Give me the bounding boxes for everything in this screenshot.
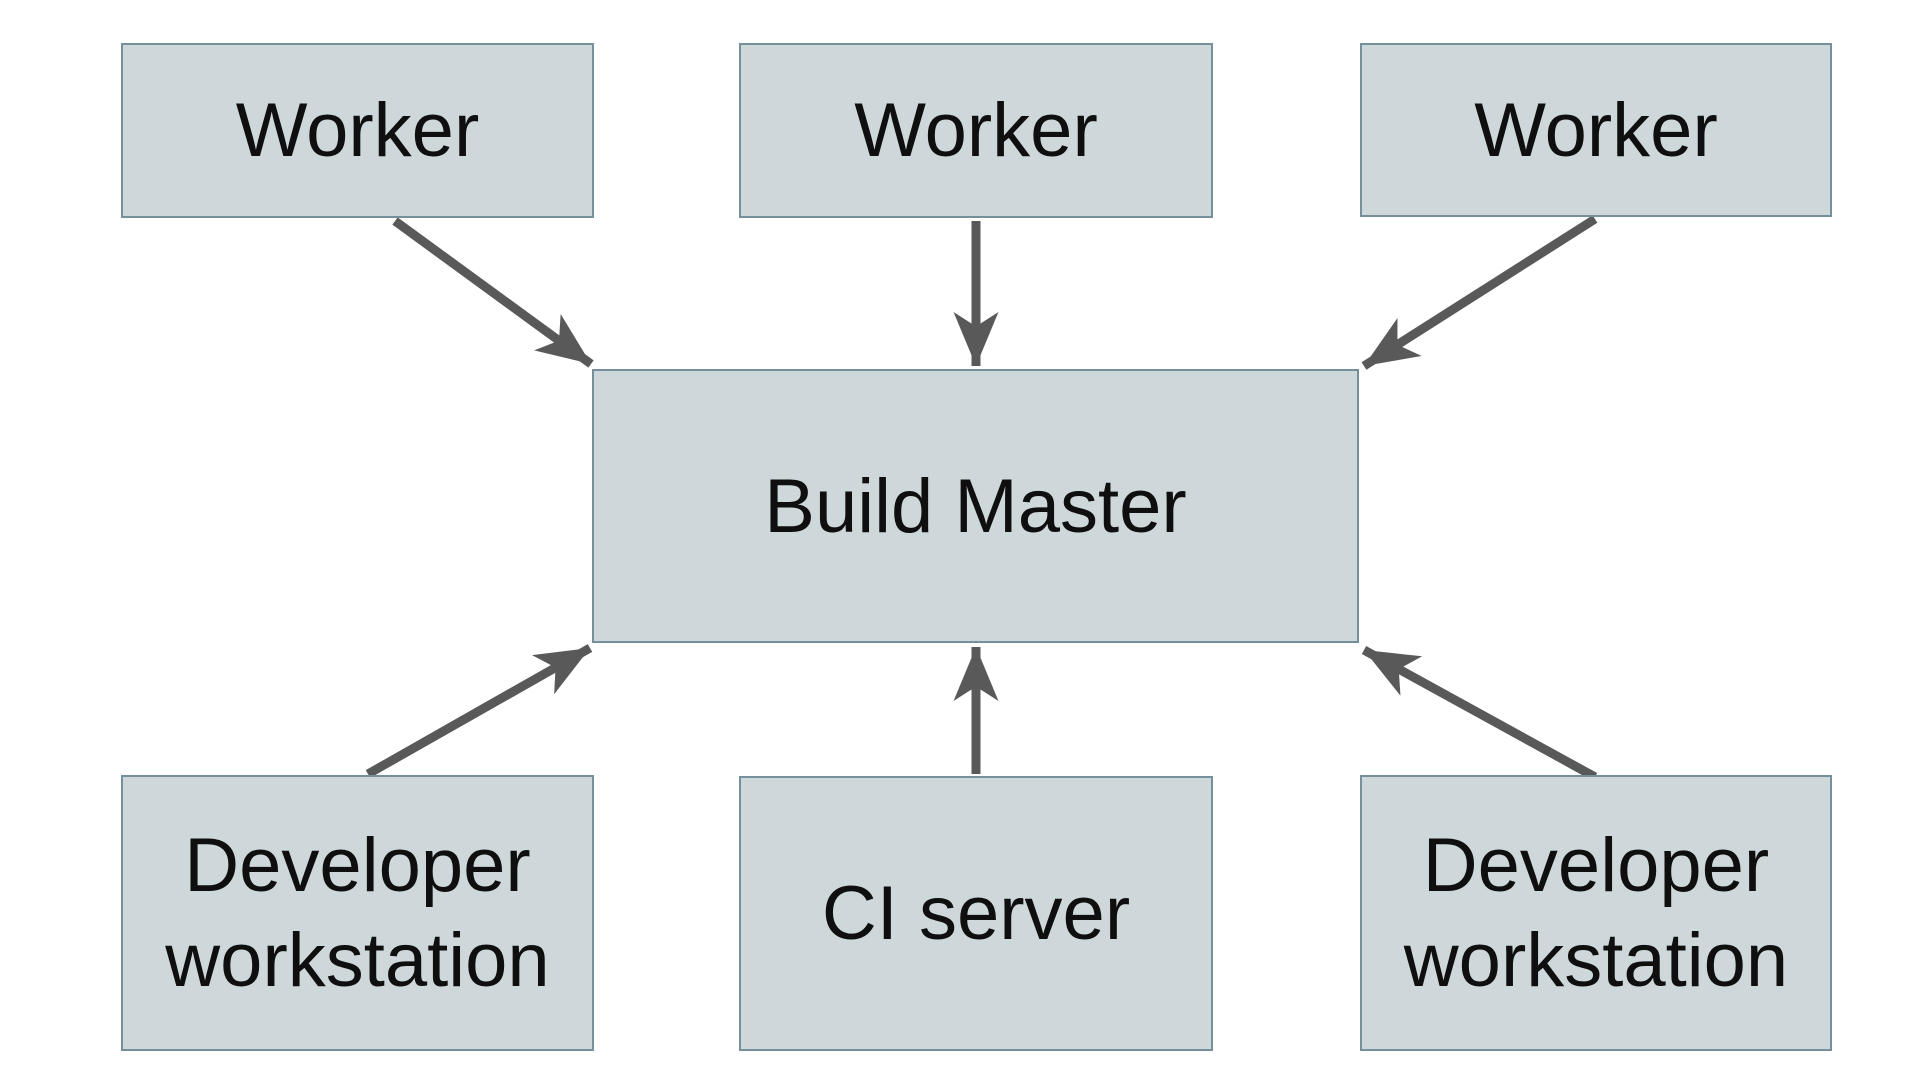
node-ci-server-label: CI server [821,871,1131,956]
node-developer-workstation-left-label: Developer workstation [165,823,550,1003]
node-worker-2: Worker [739,43,1213,218]
node-developer-workstation-left: Developer workstation [121,775,594,1051]
node-worker-3: Worker [1360,43,1832,217]
node-worker-2-label: Worker [854,88,1098,173]
arrow-dev-right-to-build-master [1361,646,1598,781]
node-ci-server: CI server [739,776,1213,1051]
node-developer-workstation-right-label: Developer workstation [1403,823,1789,1003]
node-build-master: Build Master [592,369,1359,643]
node-worker-3-label: Worker [1474,87,1718,173]
arrow-dev-left-to-build-master [365,644,593,778]
node-build-master-label: Build Master [764,463,1187,549]
node-developer-workstation-right: Developer workstation [1360,775,1832,1051]
arrow-worker3-to-build-master [1361,215,1598,370]
node-worker-1: Worker [121,43,594,218]
node-worker-1-label: Worker [235,88,480,173]
arrow-worker1-to-build-master [392,217,594,368]
